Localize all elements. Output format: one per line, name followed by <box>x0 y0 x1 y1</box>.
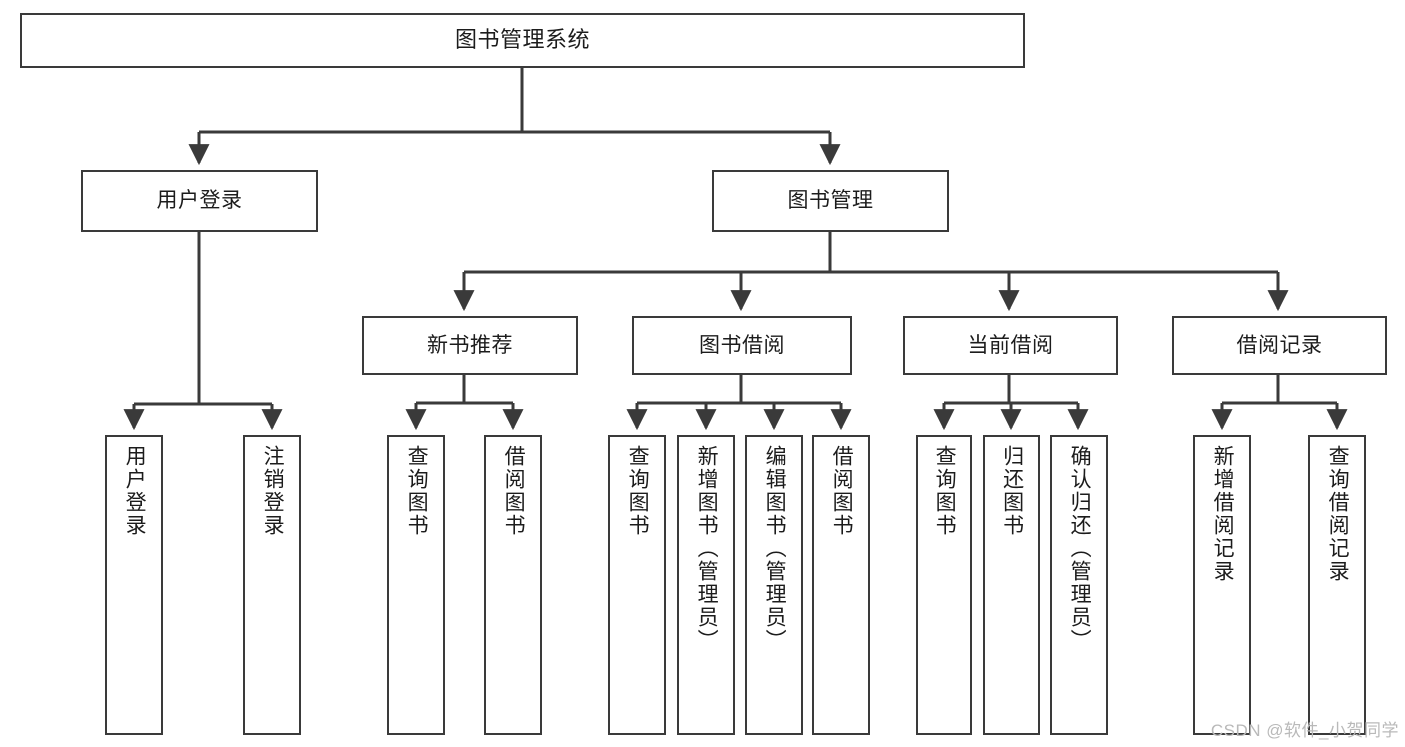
node-leaf-borrow-query-book[interactable]: 查询图书 <box>608 435 666 735</box>
node-leaf-borrow-lend-book-label: 借阅图书 <box>830 445 854 537</box>
node-leaf-recommend-borrow-book-label: 借阅图书 <box>502 445 526 537</box>
node-new-book-recommend[interactable]: 新书推荐 <box>362 316 578 375</box>
node-leaf-current-query-book[interactable]: 查询图书 <box>916 435 972 735</box>
node-root[interactable]: 图书管理系统 <box>20 13 1025 68</box>
node-leaf-record-search-label: 查询借阅记录 <box>1326 445 1350 583</box>
node-leaf-current-return-book[interactable]: 归还图书 <box>983 435 1040 735</box>
node-borrow-record-label: 借阅记录 <box>1236 333 1323 357</box>
node-book-management-label: 图书管理 <box>787 189 874 213</box>
node-leaf-current-confirm-return[interactable]: 确认归还（管理员） <box>1050 435 1108 735</box>
node-leaf-current-query-book-label: 查询图书 <box>933 445 957 537</box>
node-book-borrow[interactable]: 图书借阅 <box>632 316 852 375</box>
node-leaf-user-login-label: 用户登录 <box>123 445 147 537</box>
node-user-login-label: 用户登录 <box>156 189 243 213</box>
node-leaf-recommend-query-book[interactable]: 查询图书 <box>387 435 445 735</box>
node-leaf-current-confirm-return-label: 确认归还（管理员） <box>1068 445 1092 652</box>
node-leaf-borrow-add-book[interactable]: 新增图书（管理员） <box>677 435 735 735</box>
node-leaf-current-return-book-label: 归还图书 <box>1000 445 1024 537</box>
node-book-borrow-label: 图书借阅 <box>699 333 785 357</box>
node-leaf-user-logout[interactable]: 注销登录 <box>243 435 301 735</box>
node-current-borrow[interactable]: 当前借阅 <box>903 316 1118 375</box>
node-leaf-borrow-query-book-label: 查询图书 <box>626 445 650 537</box>
node-leaf-borrow-lend-book[interactable]: 借阅图书 <box>812 435 870 735</box>
node-leaf-user-logout-label: 注销登录 <box>261 445 285 537</box>
node-leaf-borrow-edit-book[interactable]: 编辑图书（管理员） <box>745 435 803 735</box>
node-leaf-user-login[interactable]: 用户登录 <box>105 435 163 735</box>
node-current-borrow-label: 当前借阅 <box>967 333 1054 357</box>
node-leaf-record-add[interactable]: 新增借阅记录 <box>1193 435 1251 735</box>
node-user-login[interactable]: 用户登录 <box>81 170 318 232</box>
node-leaf-record-search[interactable]: 查询借阅记录 <box>1308 435 1366 735</box>
node-new-book-recommend-label: 新书推荐 <box>427 333 513 357</box>
node-borrow-record[interactable]: 借阅记录 <box>1172 316 1387 375</box>
node-leaf-borrow-add-book-label: 新增图书（管理员） <box>695 445 719 652</box>
node-leaf-recommend-query-book-label: 查询图书 <box>405 445 429 537</box>
node-leaf-borrow-edit-book-label: 编辑图书（管理员） <box>763 445 787 652</box>
csdn-watermark: CSDN @软件_小贺同学 <box>1210 721 1399 740</box>
node-leaf-record-add-label: 新增借阅记录 <box>1211 445 1235 583</box>
node-book-management[interactable]: 图书管理 <box>712 170 949 232</box>
node-root-label: 图书管理系统 <box>454 27 590 53</box>
node-leaf-recommend-borrow-book[interactable]: 借阅图书 <box>484 435 542 735</box>
